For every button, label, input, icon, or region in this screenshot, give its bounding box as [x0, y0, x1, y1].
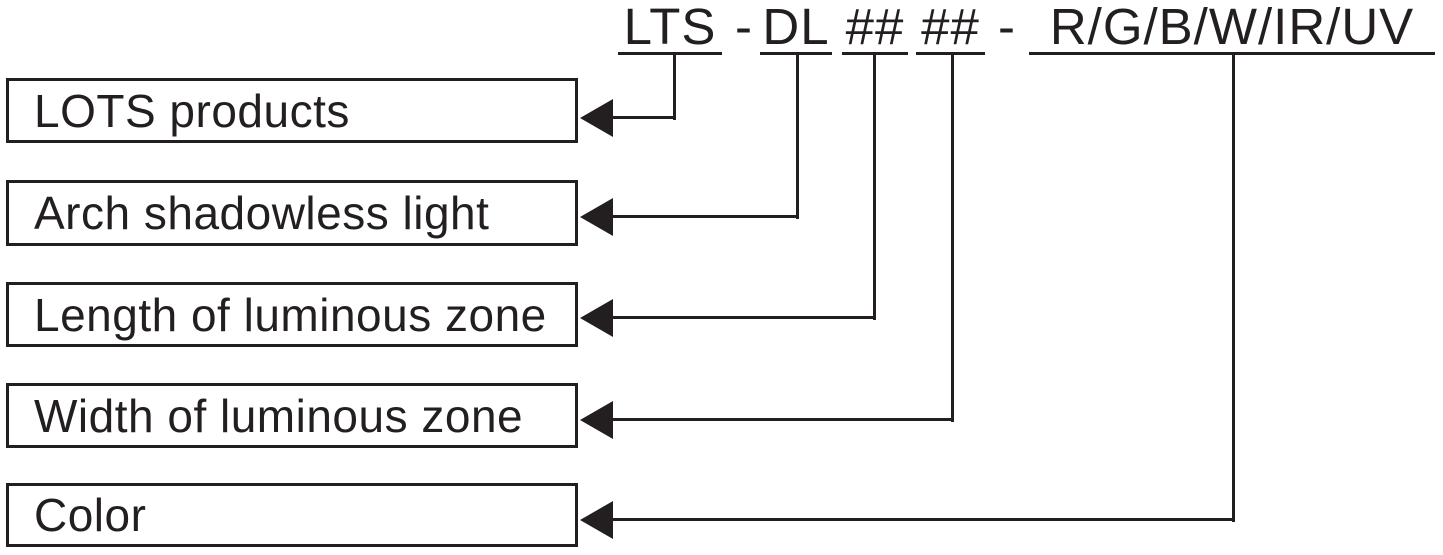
label-text: Arch shadowless light: [34, 187, 490, 239]
arrow-left-icon: [580, 299, 613, 337]
connector-vline-lts: [673, 55, 676, 120]
connector-hline-dl: [608, 215, 799, 218]
code-separator: -: [998, 0, 1016, 55]
connector-hline-length: [608, 316, 876, 319]
connector-hline-color: [608, 518, 1235, 521]
connector-vline-color: [1232, 55, 1235, 522]
label-box-color: Color: [6, 483, 578, 547]
arrow-left-icon: [580, 99, 613, 137]
code-separator: -: [735, 0, 753, 55]
arrow-left-icon: [580, 501, 613, 539]
connector-vline-dl: [796, 55, 799, 219]
code-segment-width: ##: [916, 0, 985, 55]
label-text: Width of luminous zone: [34, 389, 524, 442]
connector-vline-length: [873, 55, 876, 320]
code-segment-color: R/G/B/W/IR/UV: [1029, 0, 1435, 55]
label-text: LOTS products: [34, 84, 350, 137]
label-text: Color: [34, 489, 147, 541]
arrow-left-icon: [580, 401, 613, 439]
connector-hline-lts: [608, 116, 676, 119]
label-box-lots-products: LOTS products: [6, 78, 578, 143]
arrow-left-icon: [580, 198, 613, 236]
code-segment-length: ##: [842, 0, 908, 55]
label-box-length-of-luminous-zone: Length of luminous zone: [6, 282, 578, 347]
code-segment-series: LTS: [618, 0, 722, 55]
label-text: Length of luminous zone: [34, 288, 547, 341]
label-box-width-of-luminous-zone: Width of luminous zone: [6, 383, 578, 448]
label-box-arch-shadowless-light: Arch shadowless light: [6, 180, 578, 246]
connector-vline-width: [951, 55, 954, 422]
code-segment-type: DL: [760, 0, 832, 55]
connector-hline-width: [608, 418, 954, 421]
